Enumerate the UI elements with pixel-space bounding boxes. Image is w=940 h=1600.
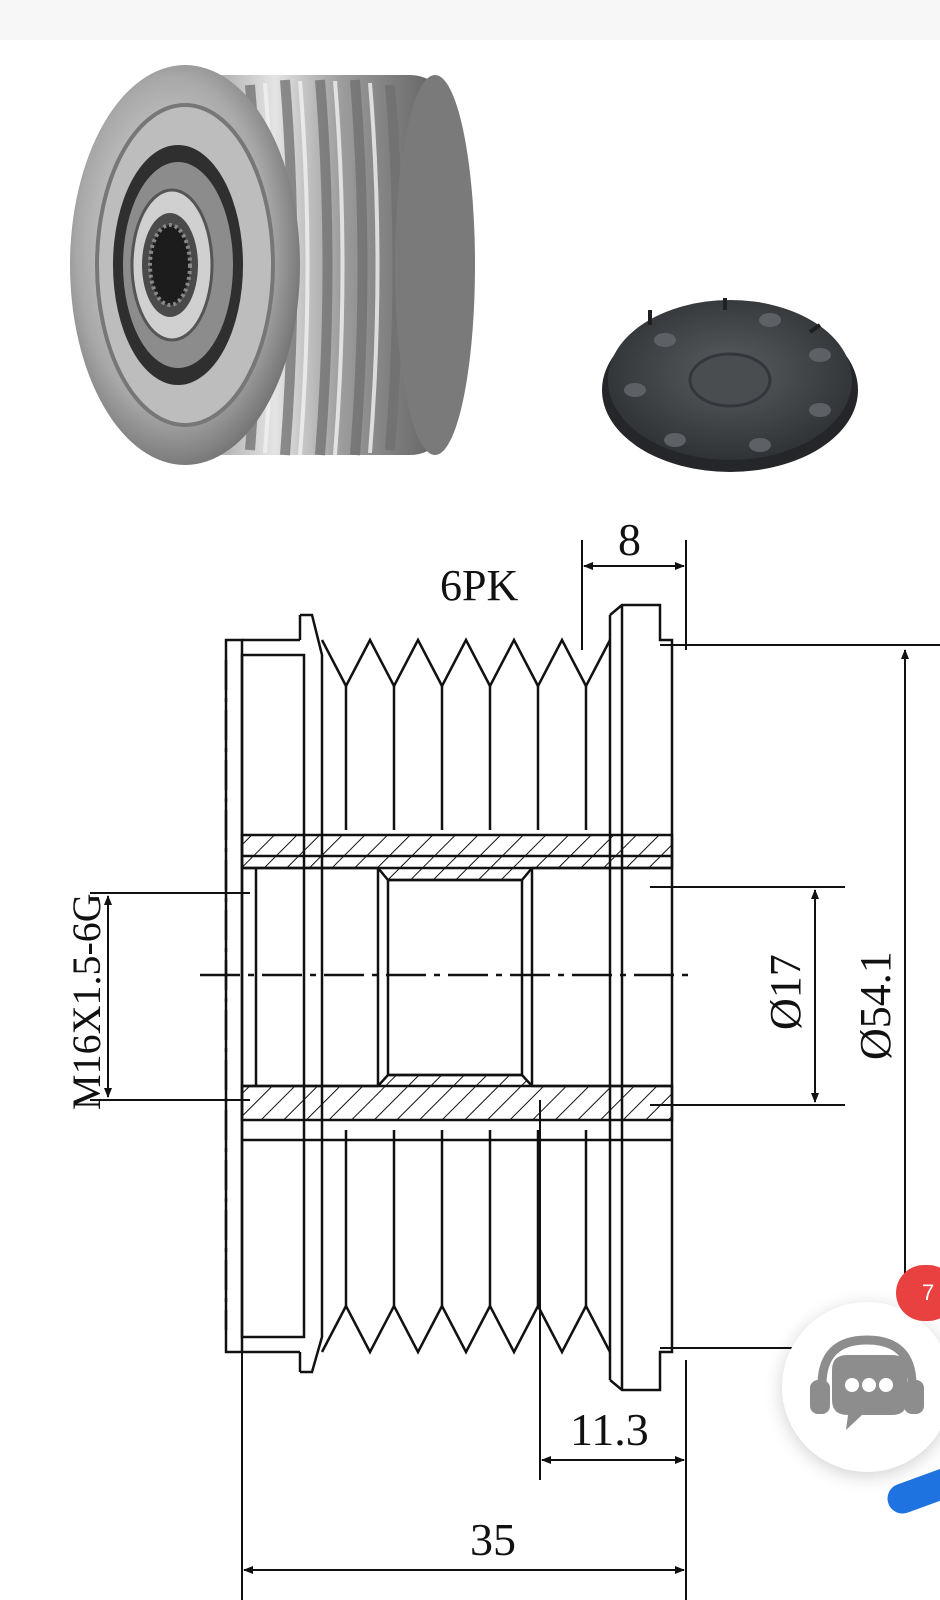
flange-width-label: 8 (618, 514, 641, 565)
chat-support-button[interactable] (782, 1302, 940, 1472)
notification-badge: 7 (896, 1265, 940, 1321)
top-strip (0, 0, 940, 40)
offset-label: 11.3 (570, 1404, 649, 1455)
bore-diameter-label: Ø17 (761, 954, 810, 1030)
overall-length-label: 35 (470, 1514, 516, 1565)
outer-diameter-label: Ø54.1 (851, 951, 900, 1060)
thread-spec-label: M16X1.5-6G (64, 893, 109, 1110)
pulley-photo (70, 65, 475, 465)
groove-label: 6PK (440, 561, 518, 610)
cap-photo (602, 298, 858, 472)
chat-bubble-headset-icon (810, 1335, 924, 1430)
